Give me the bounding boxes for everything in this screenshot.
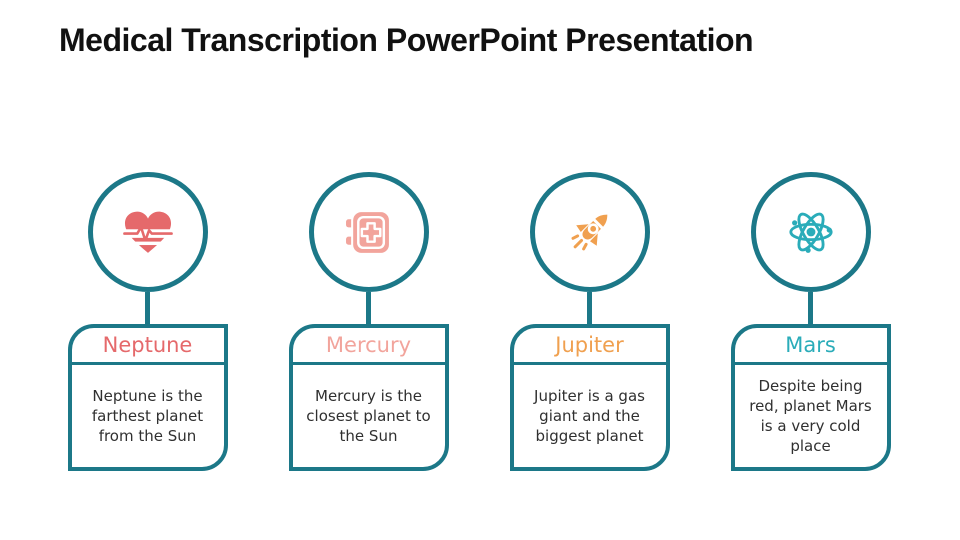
slide-title: Medical Transcription PowerPoint Present… [59,22,754,58]
icon-circle [750,172,871,292]
info-card-mars: Mars Despite being red, planet Mars is a… [730,324,891,471]
info-card-mercury: Mercury Mercury is the closest planet to… [288,324,449,471]
connector-line [145,292,150,324]
info-card-neptune: Neptune Neptune is the farthest planet f… [67,324,228,471]
rocket-icon [571,214,607,251]
connector-line [587,292,592,324]
connector-line [366,292,371,324]
icon-circle [529,172,650,292]
planet-columns: Neptune Neptune is the farthest planet f… [37,172,921,471]
card-body-text: Despite being red, planet Mars is a very… [749,377,872,455]
icon-circle [87,172,208,292]
card-body-text: Mercury is the closest planet to the Sun [306,387,431,445]
icon-circle [308,172,429,292]
heartbeat-heart-icon [122,211,173,253]
planet-column-mars: Mars Despite being red, planet Mars is a… [700,172,921,471]
planet-column-neptune: Neptune Neptune is the farthest planet f… [37,172,258,471]
connector-line [808,292,813,324]
planet-column-jupiter: Jupiter Jupiter is a gas giant and the b… [479,172,700,471]
card-title: Mars [734,328,887,365]
planet-column-mercury: Mercury Mercury is the closest planet to… [258,172,479,471]
atom-icon [788,212,833,253]
card-title: Mercury [292,328,445,365]
card-body-text: Neptune is the farthest planet from the … [91,387,204,445]
card-title: Jupiter [513,328,666,365]
medical-book-icon [346,209,391,255]
card-body-text: Jupiter is a gas giant and the biggest p… [534,387,645,445]
info-card-jupiter: Jupiter Jupiter is a gas giant and the b… [509,324,670,471]
card-title: Neptune [71,328,224,365]
